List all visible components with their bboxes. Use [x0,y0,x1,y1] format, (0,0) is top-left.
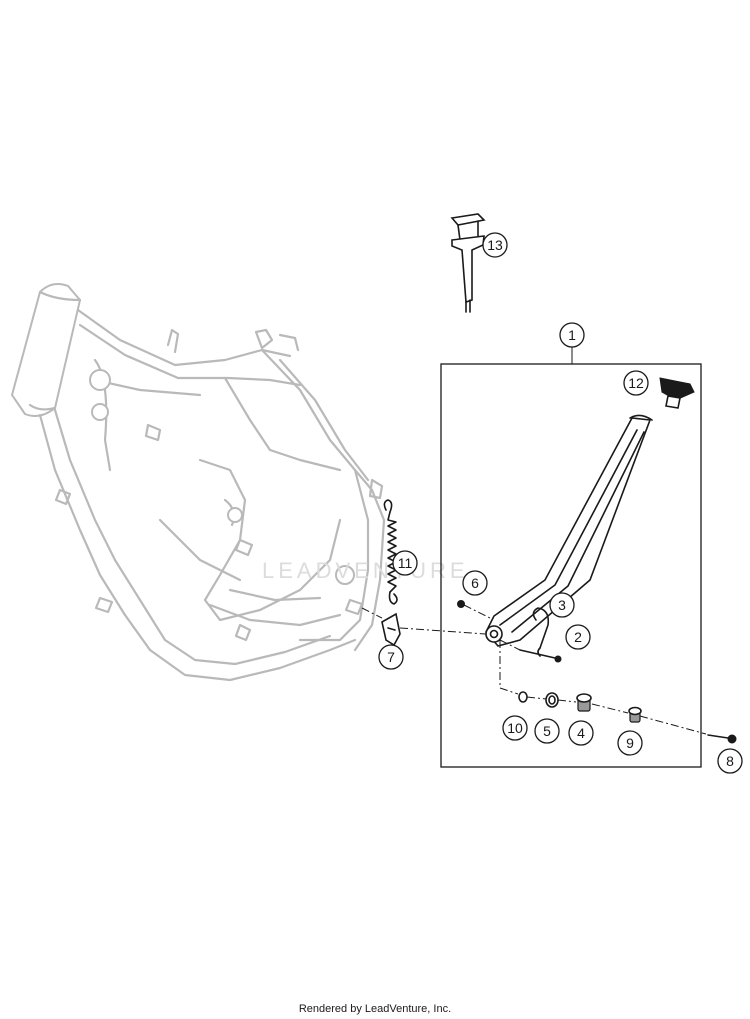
part-8-bolt [707,734,737,744]
svg-text:5: 5 [543,723,551,739]
svg-text:7: 7 [387,649,395,665]
svg-text:3: 3 [558,597,566,613]
callout-9: 9 [617,730,643,756]
callout-8: 8 [717,748,743,774]
part-2-screw [519,649,562,663]
callout-12: 12 [623,370,649,396]
callout-6: 6 [462,570,488,596]
callout-7: 7 [378,644,404,670]
svg-text:11: 11 [398,555,413,571]
part-3-spring-clip [532,607,550,657]
svg-text:9: 9 [626,735,634,751]
svg-text:2: 2 [574,629,582,645]
watermark-text: LEADVENTURE [262,558,469,583]
callout-5: 5 [534,718,560,744]
callout-3: 3 [549,592,575,618]
part-12-foot-pad [659,377,695,409]
callout-1: 1 [559,322,585,348]
part-1-side-stand [485,414,653,647]
motorcycle-frame [10,283,386,682]
svg-text:12: 12 [628,375,644,391]
svg-text:13: 13 [487,237,503,253]
part-10-washer [518,691,528,703]
part-13-tool [450,213,486,313]
part-11-spring [383,499,398,605]
part-1-assembly-box [440,363,702,768]
svg-text:1: 1 [568,327,576,343]
svg-text:6: 6 [471,575,479,591]
callout-2: 2 [565,624,591,650]
svg-text:10: 10 [507,720,523,736]
part-9-bushing [628,706,642,723]
footer-credit: Rendered by LeadVenture, Inc. [298,1003,452,1015]
part-4-bushing [576,693,592,712]
callout-11: 11 [392,550,418,576]
assembly-leaders [361,604,707,735]
svg-text:8: 8 [726,753,734,769]
callout-4: 4 [568,720,594,746]
svg-text:4: 4 [577,725,585,741]
part-7-bracket [381,612,401,647]
part-5-circlip [545,692,559,708]
callout-10: 10 [502,715,528,741]
callout-13: 13 [482,232,508,258]
part-6-nut [457,600,465,608]
